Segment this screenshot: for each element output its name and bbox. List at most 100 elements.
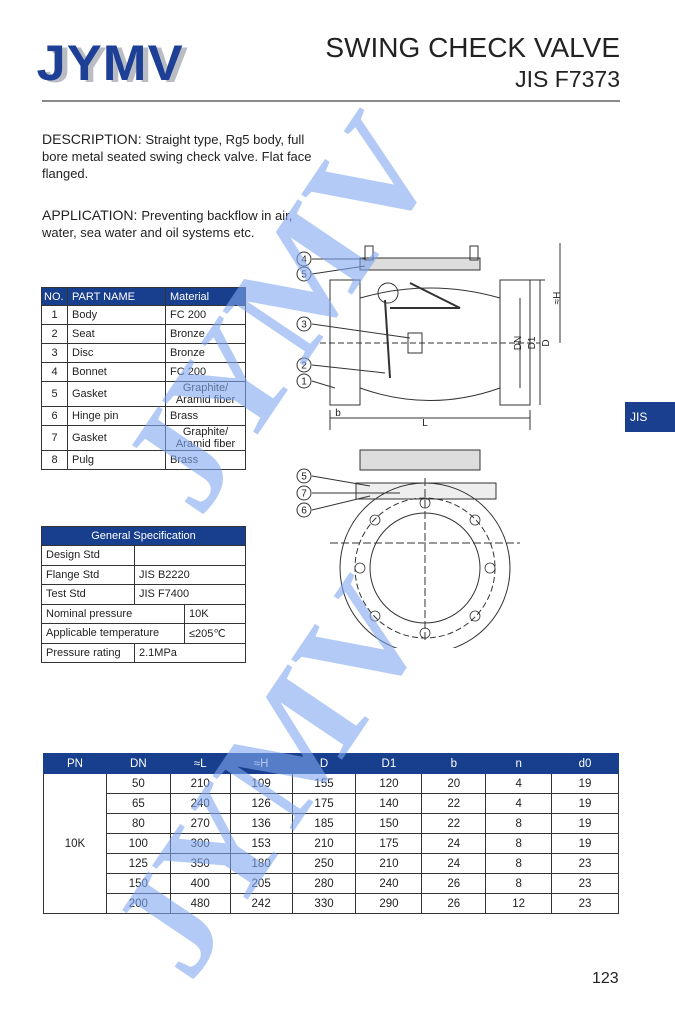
callout-7: 7 (296, 485, 312, 501)
dims-col-header: ≈H (229, 753, 293, 774)
dims-cell: 50 (105, 773, 171, 794)
dims-cell: 24 (421, 853, 487, 874)
dims-cell: 8 (485, 833, 553, 854)
description: DESCRIPTION: Straight type, Rg5 body, fu… (42, 131, 312, 181)
pn-cell: 10K (43, 773, 107, 914)
dims-col-header: ≈L (169, 753, 231, 774)
dims-col-header: b (421, 753, 487, 774)
dims-cell: 19 (551, 833, 619, 854)
dims-cell: 250 (291, 853, 357, 874)
callout-number: 6 (301, 506, 307, 517)
dims-col-header: DN (105, 753, 171, 774)
dims-cell: 22 (421, 793, 487, 814)
dims-cell: 350 (169, 853, 231, 874)
part-material: Brass (165, 450, 246, 470)
dims-cell: 200 (105, 893, 171, 914)
page-subtitle: JIS F7373 (515, 66, 620, 92)
part-no: 3 (41, 343, 68, 363)
dims-cell: 20 (421, 773, 487, 794)
col-part-name: PART NAME (67, 287, 166, 306)
callout-number: 2 (301, 361, 307, 372)
part-material: FC 200 (165, 362, 246, 382)
header-divider (42, 100, 620, 102)
callout-5: 5 (296, 468, 312, 484)
dims-col-header: D (291, 753, 357, 774)
dims-cell: 280 (291, 873, 357, 894)
spec-row: Applicable temperature≤205℃ (41, 623, 246, 644)
part-name: Body (67, 305, 166, 325)
dims-cell: 19 (551, 813, 619, 834)
dims-cell: 210 (169, 773, 231, 794)
callout-5: 5 (296, 266, 312, 282)
dims-cell: 480 (169, 893, 231, 914)
part-material: Graphite/ Aramid fiber (165, 425, 246, 451)
dim-label: D1 (527, 336, 538, 349)
dims-cell: 155 (291, 773, 357, 794)
part-name: Disc (67, 343, 166, 363)
callout-2: 2 (296, 357, 312, 373)
part-no: 1 (41, 305, 68, 325)
dims-cell: 4 (485, 793, 553, 814)
application-text: Preventing backflow in air, water, sea w… (42, 208, 293, 240)
dims-cell: 175 (355, 833, 423, 854)
dims-cell: 140 (355, 793, 423, 814)
part-no: 5 (41, 381, 68, 407)
callout-1: 1 (296, 373, 312, 389)
spec-label: Applicable temperature (41, 623, 185, 644)
callout-6: 6 (296, 502, 312, 518)
dims-cell: 19 (551, 773, 619, 794)
spec-label: Test Std (41, 584, 135, 605)
part-no: 6 (41, 406, 68, 426)
part-material: Brass (165, 406, 246, 426)
dims-cell: 65 (105, 793, 171, 814)
dims-cell: 270 (169, 813, 231, 834)
dims-cell: 330 (291, 893, 357, 914)
parts-header: NO. PART NAME Material (41, 287, 246, 306)
dims-cell: 26 (421, 873, 487, 894)
part-material: FC 200 (165, 305, 246, 325)
dims-cell: 23 (551, 893, 619, 914)
spec-value: 10K (184, 603, 246, 624)
spec-title: General Specification (41, 526, 246, 546)
part-no: 7 (41, 425, 68, 451)
dims-cell: 175 (291, 793, 357, 814)
dim-label: ≈H (552, 292, 563, 305)
dims-col-header: d0 (551, 753, 619, 774)
spec-row: Design Std (41, 545, 246, 566)
part-name: Bonnet (67, 362, 166, 382)
dims-col-header: PN (43, 753, 107, 774)
part-no: 4 (41, 362, 68, 382)
callout-number: 1 (301, 377, 307, 388)
logo: JYMV (36, 35, 184, 91)
col-material: Material (165, 287, 246, 306)
part-no: 2 (41, 324, 68, 344)
part-name: Gasket (67, 425, 166, 451)
side-tab-jis[interactable]: JIS (625, 402, 675, 432)
callout-number: 5 (301, 270, 307, 281)
dims-cell: 23 (551, 873, 619, 894)
spec-label: Pressure rating (41, 642, 135, 663)
application-label: APPLICATION (42, 207, 134, 223)
dims-cell: 400 (169, 873, 231, 894)
dims-cell: 8 (485, 813, 553, 834)
dims-cell: 19 (551, 793, 619, 814)
dims-col-header: D1 (355, 753, 423, 774)
page-number: 123 (592, 970, 619, 987)
dims-cell: 240 (355, 873, 423, 894)
part-name: Pulg (67, 450, 166, 470)
spec-value: 2.1MPa (134, 642, 246, 663)
dim-label: b (335, 408, 341, 419)
callout-4: 4 (296, 251, 312, 267)
dims-cell: 26 (421, 893, 487, 914)
